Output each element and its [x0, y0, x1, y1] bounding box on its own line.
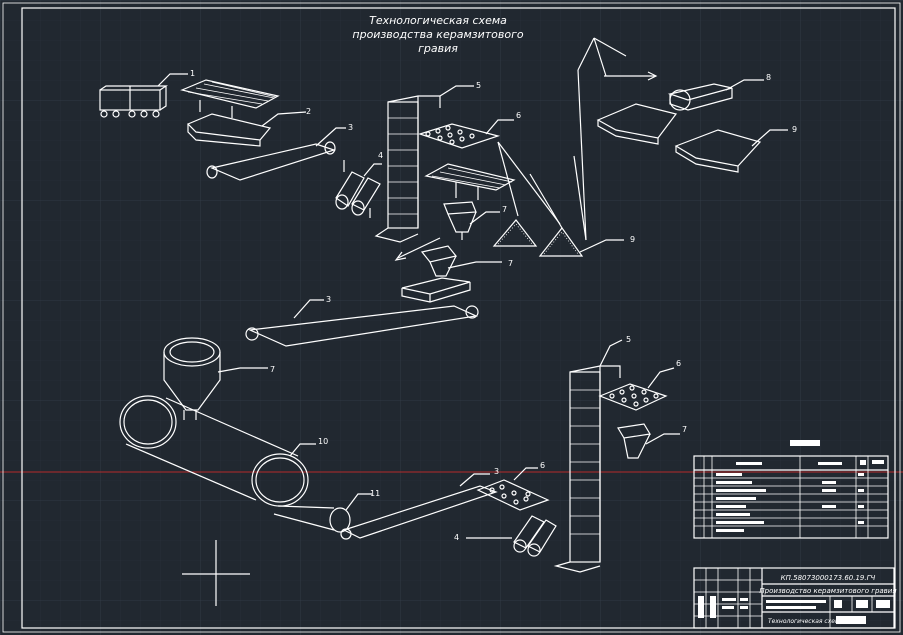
title-line-3: гравия: [418, 42, 458, 55]
distribution-lines: [573, 37, 658, 241]
item-5-bucket-elevator-lower: 5: [553, 335, 631, 573]
title-line-1: Технологическая схема: [369, 14, 507, 27]
drawing-title: Технологическая схема производства керам…: [352, 14, 523, 55]
label-7a: 7: [502, 205, 507, 214]
item-2-box-feeder: 2: [180, 79, 311, 147]
item-7-small-hopper: 7: [617, 423, 687, 459]
label-4b: 4: [454, 533, 459, 542]
item-3-belt-conveyor-top: 3: [206, 123, 353, 181]
label-3b: 3: [326, 295, 331, 304]
item-8-storage-bin: 8: [667, 73, 771, 111]
item-7-hopper-upper: 7: [443, 201, 507, 240]
label-7d: 7: [682, 425, 687, 434]
specification-table: [693, 440, 889, 539]
item-7-hopper-lower: 7: [401, 245, 513, 303]
product-piles: 9: [492, 141, 635, 257]
label-5a: 5: [476, 81, 481, 90]
label-6c: 6: [676, 359, 681, 368]
label-3a: 3: [348, 123, 353, 132]
label-2: 2: [306, 107, 311, 116]
label-5b: 5: [626, 335, 631, 344]
item-6-screen-lower: 6: [476, 461, 550, 511]
label-11: 11: [370, 489, 380, 498]
label-7b: 7: [508, 259, 513, 268]
item-7-feed-hopper: 7: [163, 337, 275, 420]
rollers-middle: [424, 163, 516, 200]
stamp-document-code: КП.58073000173.60.19.ГЧ: [781, 574, 876, 582]
label-9a: 9: [792, 125, 797, 134]
label-9b: 9: [630, 235, 635, 244]
drawing-frame: [21, 7, 896, 629]
label-1: 1: [190, 69, 195, 78]
label-7c: 7: [270, 365, 275, 374]
flow-arrow-left: [397, 237, 441, 259]
item-6-screen-right: 6: [598, 359, 681, 411]
item-11-cooler-drum: 11: [273, 489, 380, 533]
stamp-document-name: Производство керамзитового гравия: [759, 587, 896, 595]
item-3-belt-conveyor-lower: 3: [340, 467, 499, 540]
item-4-roll-crusher-top: 4: [335, 151, 383, 218]
stamp-sheet-name: Технологическая схема: [768, 618, 843, 625]
item-1-dump-truck: 1: [99, 69, 195, 118]
label-6a: 6: [516, 111, 521, 120]
label-10: 10: [318, 437, 328, 446]
label-6b: 6: [540, 461, 545, 470]
item-4-roll-crusher-lower: 4: [454, 515, 557, 557]
item-9-bins: 9: [596, 103, 797, 173]
item-6-vibrating-screen-top: 6: [418, 111, 521, 149]
item-5-bucket-elevator-top: 5: [374, 81, 481, 243]
title-block: КП.58073000173.60.19.ГЧ Производство кер…: [693, 567, 897, 629]
label-8: 8: [766, 73, 771, 82]
title-line-2: производства керамзитового: [352, 28, 523, 41]
ucs-crosshair-icon: [182, 540, 250, 606]
item-3-belt-conveyor-middle: 3: [245, 295, 479, 347]
label-4a: 4: [378, 151, 383, 160]
label-3c: 3: [494, 467, 499, 476]
